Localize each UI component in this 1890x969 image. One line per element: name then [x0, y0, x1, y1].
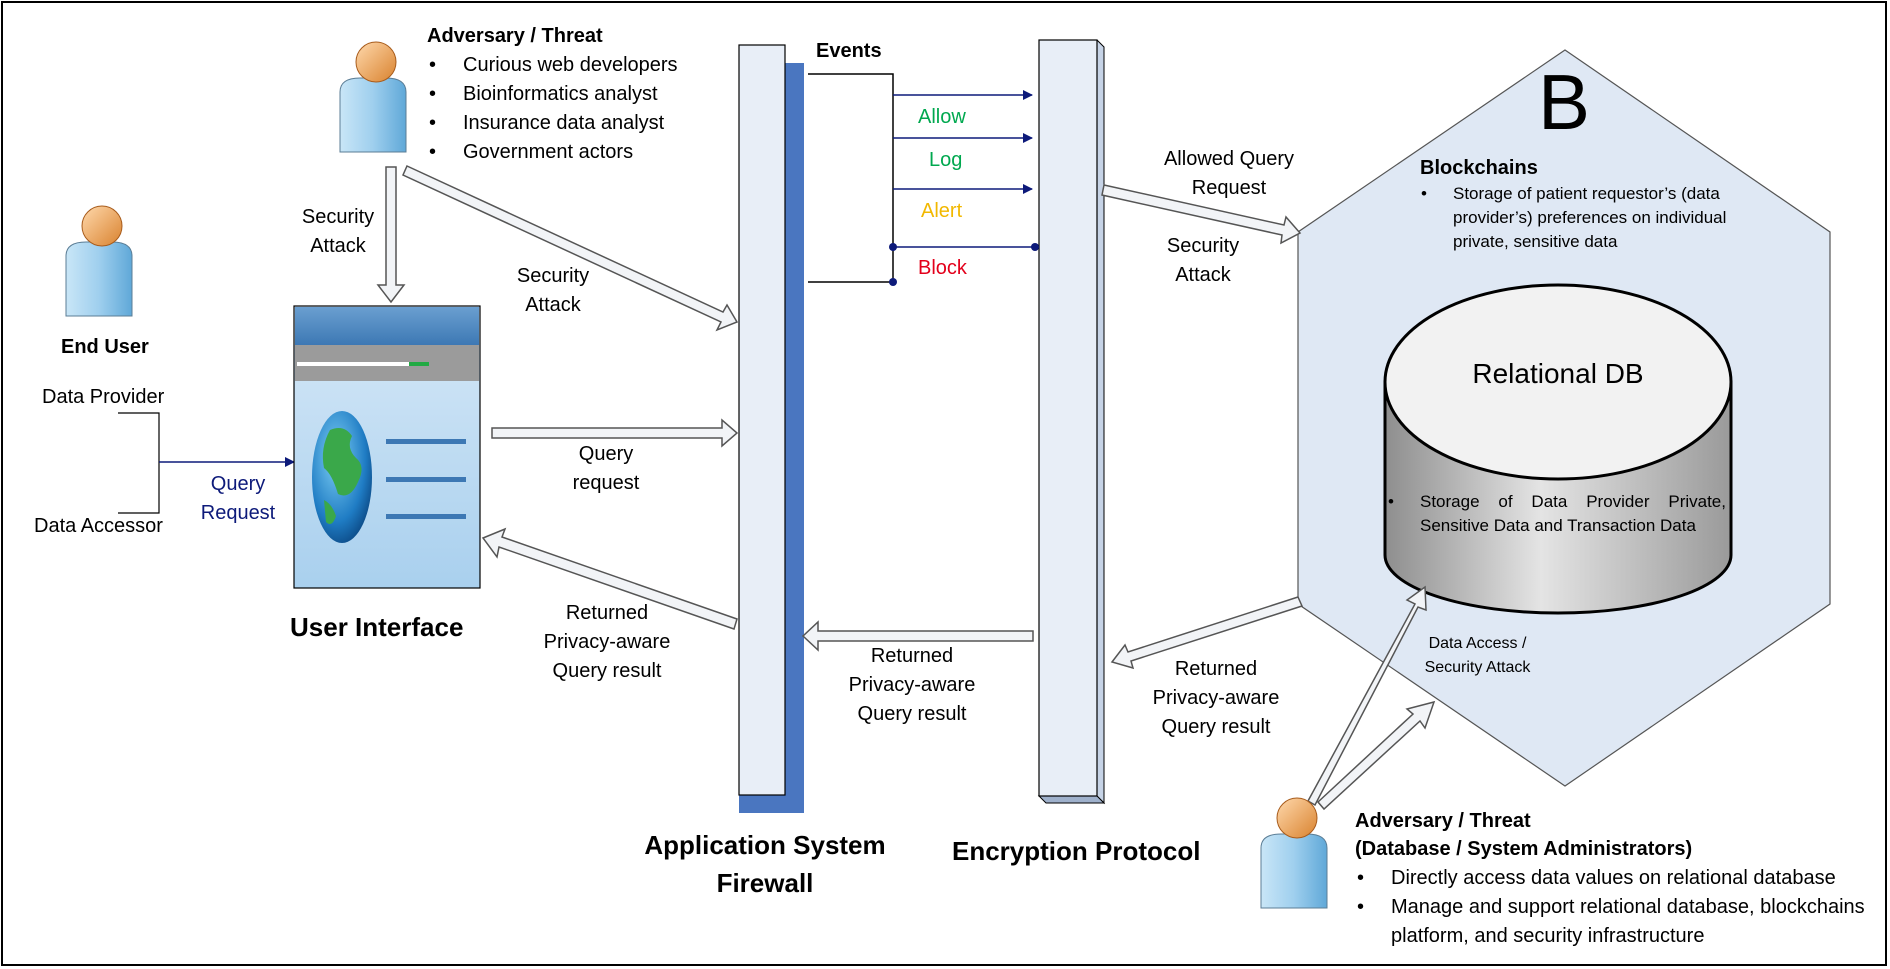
blockchain-list: Storage of patient requestor’s (data pro… [1419, 182, 1759, 254]
list-item: Bioinformatics analyst [427, 80, 678, 109]
adversary-top-list: Curious web developers Bioinformatics an… [427, 51, 678, 167]
firewall-wall [738, 44, 804, 813]
list-item: Curious web developers [427, 51, 678, 80]
list-item: Directly access data values on relationa… [1355, 864, 1885, 893]
event-block: Block [918, 257, 967, 279]
blockchain-title: Blockchains [1420, 157, 1538, 179]
query-request-ui-label: Query request [572, 443, 640, 494]
data-provider-label: Data Provider [42, 386, 165, 408]
returned-label-2: Returned Privacy-aware Query result [848, 645, 976, 725]
data-accessor-label: Data Accessor [34, 515, 163, 537]
globe-icon [312, 411, 372, 543]
event-log: Log [929, 149, 963, 171]
security-attack-label-2: Security Attack [516, 265, 590, 316]
allowed-query-label: Allowed Query Request [1163, 148, 1295, 199]
adversary-bottom-list: Directly access data values on relationa… [1355, 864, 1885, 951]
list-item: Government actors [427, 138, 678, 167]
db-title: Relational DB [1472, 358, 1644, 389]
ui-title: User Interface [290, 612, 464, 642]
event-alert: Alert [921, 200, 963, 222]
ui-panel [293, 305, 481, 589]
end-user-title: End User [61, 336, 149, 358]
data-access-label: Data Access / Security Attack [1424, 635, 1531, 676]
returned-label-3: Returned Privacy-aware Query result [1152, 658, 1280, 738]
user-bracket [118, 412, 160, 514]
person-icon [65, 205, 133, 317]
adversary-bottom-subtitle: (Database / System Administrators) [1355, 838, 1693, 860]
event-allow: Allow [918, 106, 966, 128]
blockchain-letter: B [1538, 58, 1591, 146]
person-icon [1260, 797, 1328, 909]
list-item: Manage and support relational database, … [1355, 893, 1885, 951]
list-item: Insurance data analyst [427, 109, 678, 138]
encryption-bar [1037, 39, 1106, 805]
block-arrows [376, 164, 1436, 811]
encryption-title: Encryption Protocol [952, 836, 1201, 866]
adversary-top-title: Adversary / Threat [427, 25, 603, 47]
list-item: Storage of Data Provider Private, Sensit… [1386, 490, 1726, 538]
firewall-title: Application System Firewall [644, 830, 886, 898]
list-item: Storage of patient requestor’s (data pro… [1419, 182, 1759, 254]
events-connector [808, 73, 1035, 283]
db-list: Storage of Data Provider Private, Sensit… [1386, 490, 1726, 538]
events-title: Events [816, 40, 882, 62]
person-icon [339, 41, 407, 153]
database-icon [1383, 283, 1733, 615]
security-attack-label-3: Security Attack [1166, 235, 1240, 286]
query-request-label: Query Request [200, 473, 276, 524]
adversary-bottom-title: Adversary / Threat [1355, 810, 1531, 832]
security-attack-label-1: Security Attack [301, 206, 375, 257]
returned-label-1: Returned Privacy-aware Query result [543, 602, 671, 682]
